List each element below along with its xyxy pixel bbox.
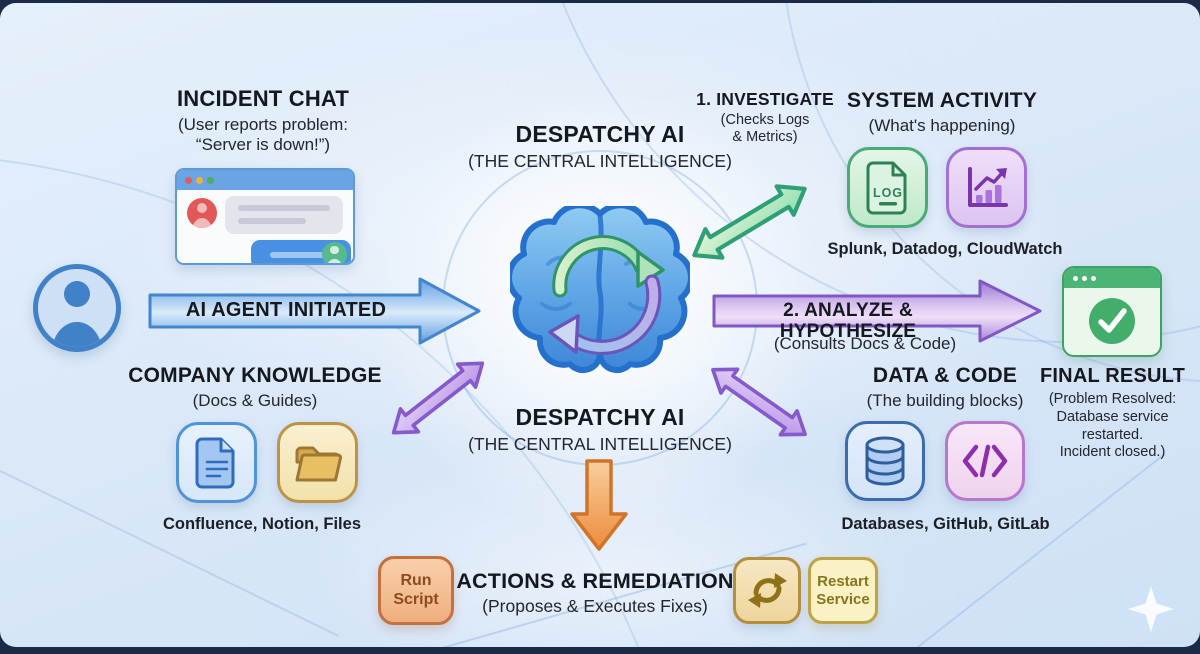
incident-chat-window — [175, 168, 355, 265]
investigate-subtitle-1: (Checks Logs — [720, 111, 810, 128]
actions-subtitle: (Proposes & Executes Fixes) — [482, 596, 708, 617]
chat-titlebar — [177, 170, 353, 190]
chat-text-line — [270, 252, 332, 258]
window-dot-green — [207, 176, 214, 184]
analyze-hypothesize-label: 2. ANALYZE & HYPOTHESIZE — [779, 300, 917, 343]
ai-agent-initiated-label: AI AGENT INITIATED — [185, 299, 387, 321]
log-icon-label: LOG — [872, 186, 902, 200]
final-result-line-1: (Problem Resolved: — [1048, 391, 1177, 408]
restart-service-button: Restart Service — [808, 557, 878, 624]
chat-body — [177, 190, 353, 263]
agent-avatar-green-icon — [322, 242, 347, 263]
final-result-window-icon — [1062, 266, 1162, 357]
analyze-hypothesize-subtitle: (Consults Docs & Code) — [773, 334, 957, 353]
chat-text-line — [238, 218, 306, 224]
despatchy-top-heading: DESPATCHY AI (THE CENTRAL INTELLIGENCE) — [430, 121, 770, 172]
despatchy-top-title: DESPATCHY AI — [515, 121, 685, 147]
user-avatar-red-icon — [187, 198, 217, 228]
window-dot — [1091, 275, 1096, 281]
incident-chat-title: INCIDENT CHAT — [176, 86, 350, 111]
refresh-icon — [733, 557, 801, 624]
incident-chat-subtitle-2: “Server is down!”) — [195, 135, 331, 155]
folder-icon — [277, 422, 358, 503]
system-activity-subtitle: (What's happening) — [868, 115, 1016, 135]
incident-chat-heading: INCIDENT CHAT (User reports problem: “Se… — [118, 86, 408, 156]
incident-chat-subtitle-1: (User reports problem: — [177, 114, 349, 134]
actions-heading: ACTIONS & REMEDIATION (Proposes & Execut… — [440, 569, 750, 617]
restart-service-label: Restart Service — [816, 573, 870, 608]
data-code-subtitle: (The building blocks) — [866, 390, 1024, 410]
actions-down-arrow — [570, 459, 628, 551]
diagram-card: INCIDENT CHAT (User reports problem: “Se… — [0, 3, 1200, 647]
company-knowledge-title: COMPANY KNOWLEDGE — [128, 364, 382, 387]
system-activity-title: SYSTEM ACTIVITY — [846, 89, 1038, 112]
knowledge-double-arrow — [391, 361, 485, 435]
window-dot-yellow — [196, 176, 203, 184]
database-icon — [845, 421, 925, 501]
run-script-button: Run Script — [378, 556, 454, 625]
window-dot — [1073, 275, 1078, 281]
document-icon — [176, 422, 257, 503]
final-result-title: FINAL RESULT — [1040, 365, 1185, 387]
system-activity-heading: SYSTEM ACTIVITY (What's happening) — [812, 89, 1072, 136]
despatchy-bottom-subtitle: (THE CENTRAL INTELLIGENCE) — [468, 433, 732, 454]
final-result-line-2: Database service — [1056, 409, 1169, 426]
investigate-title: 1. INVESTIGATE — [696, 89, 834, 109]
data-code-heading: DATA & CODE (The building blocks) — [810, 364, 1080, 411]
chat-text-line — [238, 205, 330, 211]
sparkle-icon — [1128, 586, 1174, 632]
success-check-icon — [1089, 298, 1135, 344]
final-result-line-3: restarted. — [1081, 426, 1144, 443]
log-file-icon: LOG — [847, 147, 928, 228]
actions-title: ACTIONS & REMEDIATION — [456, 569, 734, 593]
company-knowledge-subtitle: (Docs & Guides) — [192, 390, 318, 410]
final-result-heading: FINAL RESULT (Problem Resolved: Database… — [1030, 365, 1195, 462]
despatchy-bottom-heading: DESPATCHY AI (THE CENTRAL INTELLIGENCE) — [430, 404, 770, 455]
chat-bubble-incoming — [225, 196, 343, 234]
data-code-double-arrow — [711, 367, 807, 437]
data-code-caption: Databases, GitHub, GitLab — [841, 515, 1050, 533]
user-avatar-icon — [33, 264, 121, 352]
company-knowledge-caption: Confluence, Notion, Files — [162, 515, 361, 533]
despatchy-bottom-title: DESPATCHY AI — [515, 404, 685, 430]
company-knowledge-heading: COMPANY KNOWLEDGE (Docs & Guides) — [100, 364, 410, 411]
window-dot — [1082, 275, 1087, 281]
code-icon — [945, 421, 1025, 501]
despatchy-top-subtitle: (THE CENTRAL INTELLIGENCE) — [468, 150, 732, 171]
investigate-subtitle-2: & Metrics) — [732, 129, 798, 146]
metrics-chart-icon — [946, 147, 1027, 228]
data-code-title: DATA & CODE — [872, 364, 1018, 387]
final-result-line-4: Incident closed.) — [1059, 444, 1166, 461]
brain-icon — [510, 206, 690, 374]
investigate-heading: 1. INVESTIGATE (Checks Logs & Metrics) — [690, 89, 840, 147]
analyze-hypothesize-arrow — [712, 279, 1042, 343]
system-activity-caption: Splunk, Datadog, CloudWatch — [827, 240, 1063, 258]
run-script-label: Run Script — [393, 572, 439, 608]
investigate-double-arrow — [692, 184, 807, 260]
window-dot-red — [185, 176, 192, 184]
ai-agent-initiated-arrow — [148, 277, 481, 345]
final-result-titlebar — [1064, 268, 1160, 288]
